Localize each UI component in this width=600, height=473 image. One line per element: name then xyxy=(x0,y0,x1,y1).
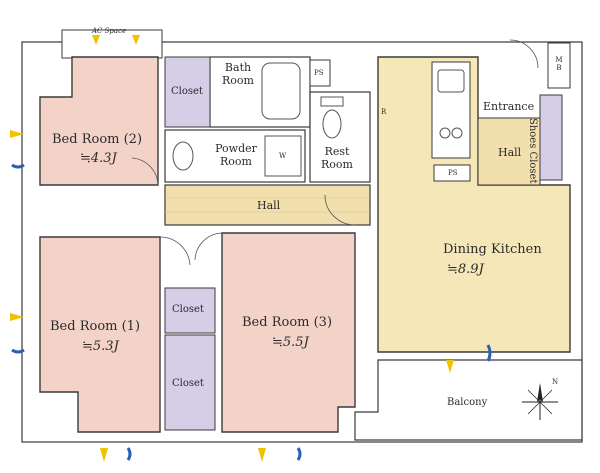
entrance-hall-label: Hall xyxy=(498,146,522,159)
wash-basin xyxy=(172,141,194,171)
bedroom-2 xyxy=(39,56,159,186)
bedroom-1-size: ≒5.3J xyxy=(82,339,119,354)
north-label: N xyxy=(552,378,559,386)
toilet-bowl xyxy=(322,109,342,139)
bedroom-1-name: Bed Room (1) xyxy=(50,319,141,334)
pipe-space-bath xyxy=(309,59,331,87)
kitchen-sink xyxy=(437,69,465,93)
bedroom-2-name: Bed Room (2) xyxy=(52,132,143,147)
closet-top xyxy=(164,56,211,128)
toilet-tank xyxy=(320,96,344,107)
dining-kitchen-size: ≒8.9J xyxy=(447,262,484,277)
ps-kitchen-label: PS xyxy=(448,169,458,177)
closet-mid-label: Closet xyxy=(172,304,204,315)
rest-room-label: Rest Room xyxy=(321,145,353,171)
shoes-closet xyxy=(539,94,563,181)
bath-room-label: Bath Room xyxy=(222,61,254,87)
rest-room xyxy=(309,91,371,183)
bedroom-3 xyxy=(221,232,356,433)
dining-kitchen-name: Dining Kitchen xyxy=(443,242,542,257)
closet-mid xyxy=(164,287,216,334)
entrance-label: Entrance xyxy=(483,100,535,113)
ac-space-label: AC Space xyxy=(92,27,127,35)
bedroom-3-name: Bed Room (3) xyxy=(242,315,333,330)
meter-box xyxy=(547,42,571,89)
north-compass-icon xyxy=(522,383,558,420)
ps-bath-label: PS xyxy=(314,69,324,77)
hall-label: Hall xyxy=(257,199,281,212)
washer-mark: W xyxy=(279,152,287,160)
powder-room-label: Powder Room xyxy=(215,142,257,168)
refrigerator-mark: R xyxy=(381,108,387,116)
balcony xyxy=(354,359,583,441)
pipe-space-kitchen xyxy=(433,164,471,182)
closet-top-label: Closet xyxy=(171,86,203,97)
bedroom-2-size: ≒4.3J xyxy=(80,151,117,166)
closet-low-label: Closet xyxy=(172,378,204,389)
window-arrows xyxy=(10,35,492,462)
meter-box-label: M B xyxy=(555,56,563,73)
washer-pan xyxy=(264,135,302,177)
outer-wall xyxy=(21,41,583,443)
bedroom-3-size: ≒5.5J xyxy=(272,335,309,350)
bathtub xyxy=(261,62,301,120)
shoes-closet-label: Shoes Closet xyxy=(527,118,538,184)
dining-kitchen xyxy=(377,56,571,353)
balcony-label: Balcony xyxy=(447,397,488,408)
closet-low xyxy=(164,334,216,431)
